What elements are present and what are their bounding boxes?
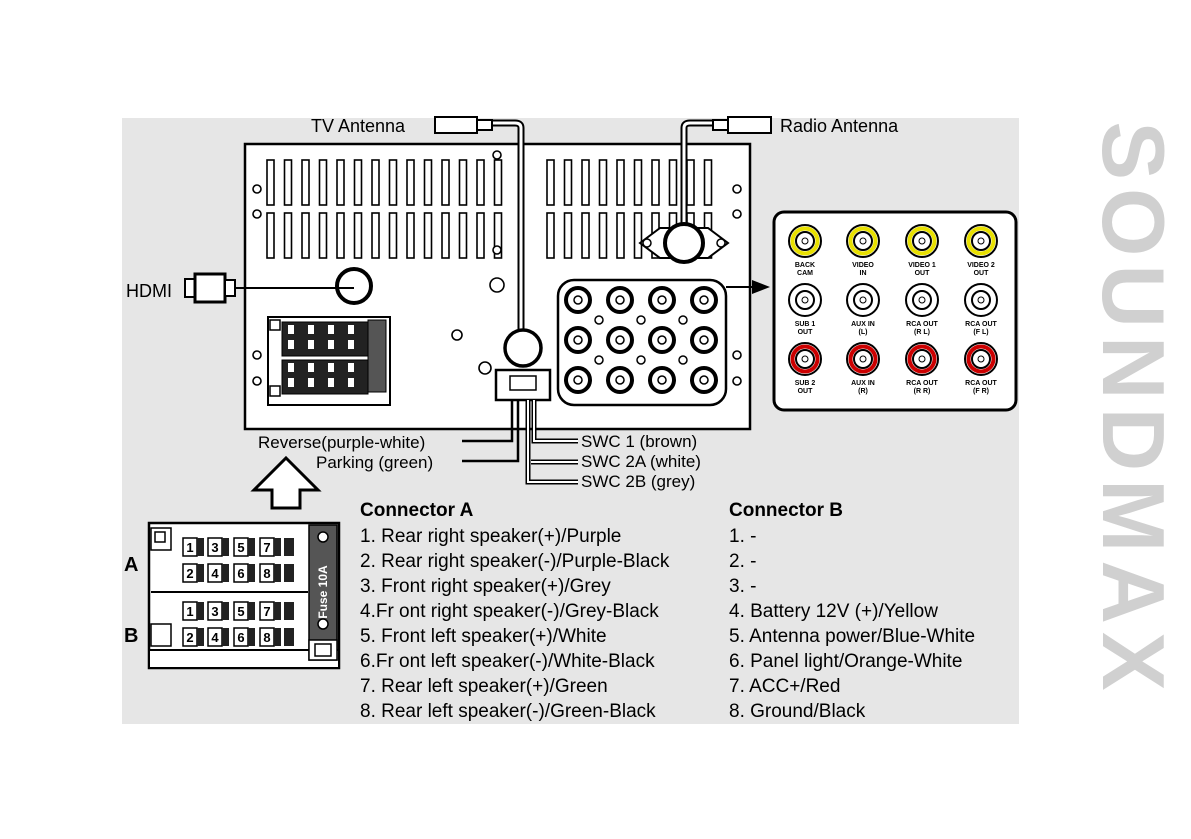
rca-jack-label: BACK: [795, 262, 815, 269]
connector-a-list: 1. Rear right speaker(+)/Purple 2. Rear …: [360, 524, 669, 724]
rca-jack-label: (L): [859, 329, 868, 336]
list-item: 7. Rear left speaker(+)/Green: [360, 676, 608, 697]
rca-jack-label: OUT: [915, 270, 931, 277]
rca-jack-label: VIDEO 2: [967, 262, 995, 269]
connector-a-title: Connector A: [360, 500, 474, 521]
rca-jack-label: RCA OUT: [965, 321, 997, 328]
pin-number: 2: [186, 566, 193, 581]
rca-detail-panel: [772, 210, 1018, 412]
pin-number: 8: [263, 630, 270, 645]
swc2b-wire-label: SWC 2B (grey): [581, 472, 696, 491]
pin-number: 4: [211, 630, 219, 645]
list-item: 8. Ground/Black: [729, 701, 866, 722]
parking-wire-label: Parking (green): [316, 453, 434, 472]
list-item: 7. ACC+/Red: [729, 676, 841, 697]
pin-number: 7: [263, 540, 270, 555]
chassis-connector-pins: [288, 325, 354, 387]
rca-jack-label: RCA OUT: [965, 380, 997, 387]
pin-number: 5: [237, 604, 244, 619]
rca-arrow-icon: [752, 280, 770, 294]
row-b-label: B: [124, 625, 139, 647]
tv-antenna-plug-icon: [434, 116, 478, 134]
pin-number: 3: [211, 604, 218, 619]
rca-jack-label: RCA OUT: [906, 380, 938, 387]
hdmi-plug-body: [193, 272, 227, 304]
rca-jack-label: RCA OUT: [906, 321, 938, 328]
pin-number: 8: [263, 566, 270, 581]
radio-antenna-label: Radio Antenna: [780, 116, 899, 136]
connector-b-list: 1. - 2. - 3. - 4. Battery 12V (+)/Yellow…: [729, 524, 975, 724]
swc1-wire-label: SWC 1 (brown): [581, 432, 698, 451]
pin-number: 1: [186, 540, 193, 555]
pin-number: 2: [186, 630, 193, 645]
pin-number: 3: [211, 540, 218, 555]
rca-jack-label: AUX IN: [851, 380, 875, 387]
swc2a-wire-label: SWC 2A (white): [581, 452, 701, 471]
pin-number: 4: [211, 566, 219, 581]
list-item: 2. -: [729, 551, 757, 572]
mounting-holes: [252, 150, 742, 386]
pin-number: 6: [237, 566, 244, 581]
rca-jack-label: SUB 1: [795, 321, 816, 328]
radio-antenna-port: [663, 222, 705, 264]
list-item: 4. Battery 12V (+)/Yellow: [729, 601, 938, 622]
hdmi-port: [335, 267, 373, 305]
rca-jack-label: (R R): [914, 388, 931, 395]
list-item: 8. Rear left speaker(-)/Green-Black: [360, 701, 656, 722]
rca-jack-label: (R): [858, 388, 868, 395]
ventilation-slots: [266, 159, 713, 259]
list-item: 5. Antenna power/Blue-White: [729, 626, 976, 647]
rca-jack-label: VIDEO: [852, 262, 874, 269]
up-arrow-icon: [250, 455, 322, 510]
fuse-label: Fuse 10A: [316, 565, 330, 619]
list-item: 1. Rear right speaker(+)/Purple: [360, 526, 622, 547]
rca-block-jacks: [564, 286, 718, 394]
rca-jack-label: AUX IN: [851, 321, 875, 328]
list-item: 3. Front right speaker(+)/Grey: [360, 576, 611, 597]
rca-jack-label: (F R): [973, 388, 989, 395]
tv-antenna-port: [503, 328, 543, 368]
pin-number: 5: [237, 540, 244, 555]
rca-jack-label: CAM: [797, 270, 813, 277]
list-item: 5. Front left speaker(+)/White: [360, 626, 607, 647]
rca-jack-label: VIDEO 1: [908, 262, 936, 269]
hdmi-label: HDMI: [126, 281, 172, 301]
rca-jack-label: OUT: [798, 329, 814, 336]
tv-antenna-label: TV Antenna: [311, 116, 406, 136]
brand-logo-text: SOUNDMAX: [1084, 121, 1183, 699]
list-item: 3. -: [729, 576, 757, 597]
list-item: 6.Fr ont left speaker(-)/White-Black: [360, 651, 655, 672]
reverse-wire-label: Reverse(purple-white): [258, 433, 426, 452]
rca-jack-label: (F L): [973, 329, 988, 336]
list-item: 2. Rear right speaker(-)/Purple-Black: [360, 551, 670, 572]
pin-number: 6: [237, 630, 244, 645]
connector-b-title: Connector B: [729, 500, 843, 521]
rca-jack-label: OUT: [974, 270, 990, 277]
rca-jack-label: SUB 2: [795, 380, 816, 387]
rca-jack-label: (R L): [914, 329, 930, 336]
swc-wires: [462, 400, 520, 463]
rca-block: [556, 278, 728, 407]
pin-number: 1: [186, 604, 193, 619]
list-item: 4.Fr ont right speaker(-)/Grey-Black: [360, 601, 659, 622]
row-a-label: A: [124, 554, 139, 576]
rca-jack-label: IN: [860, 270, 867, 277]
connector-pins: 1 3 5 7 2 4 6 8 1 3 5 7 2 4 6 8: [182, 537, 294, 647]
radio-antenna-plug-icon: [727, 116, 772, 134]
list-item: 6. Panel light/Orange-White: [729, 651, 963, 672]
pin-number: 7: [263, 604, 270, 619]
brand-watermark: SOUNDMAX: [1084, 60, 1183, 760]
list-item: 1. -: [729, 526, 757, 547]
rca-jack-label: OUT: [798, 388, 814, 395]
